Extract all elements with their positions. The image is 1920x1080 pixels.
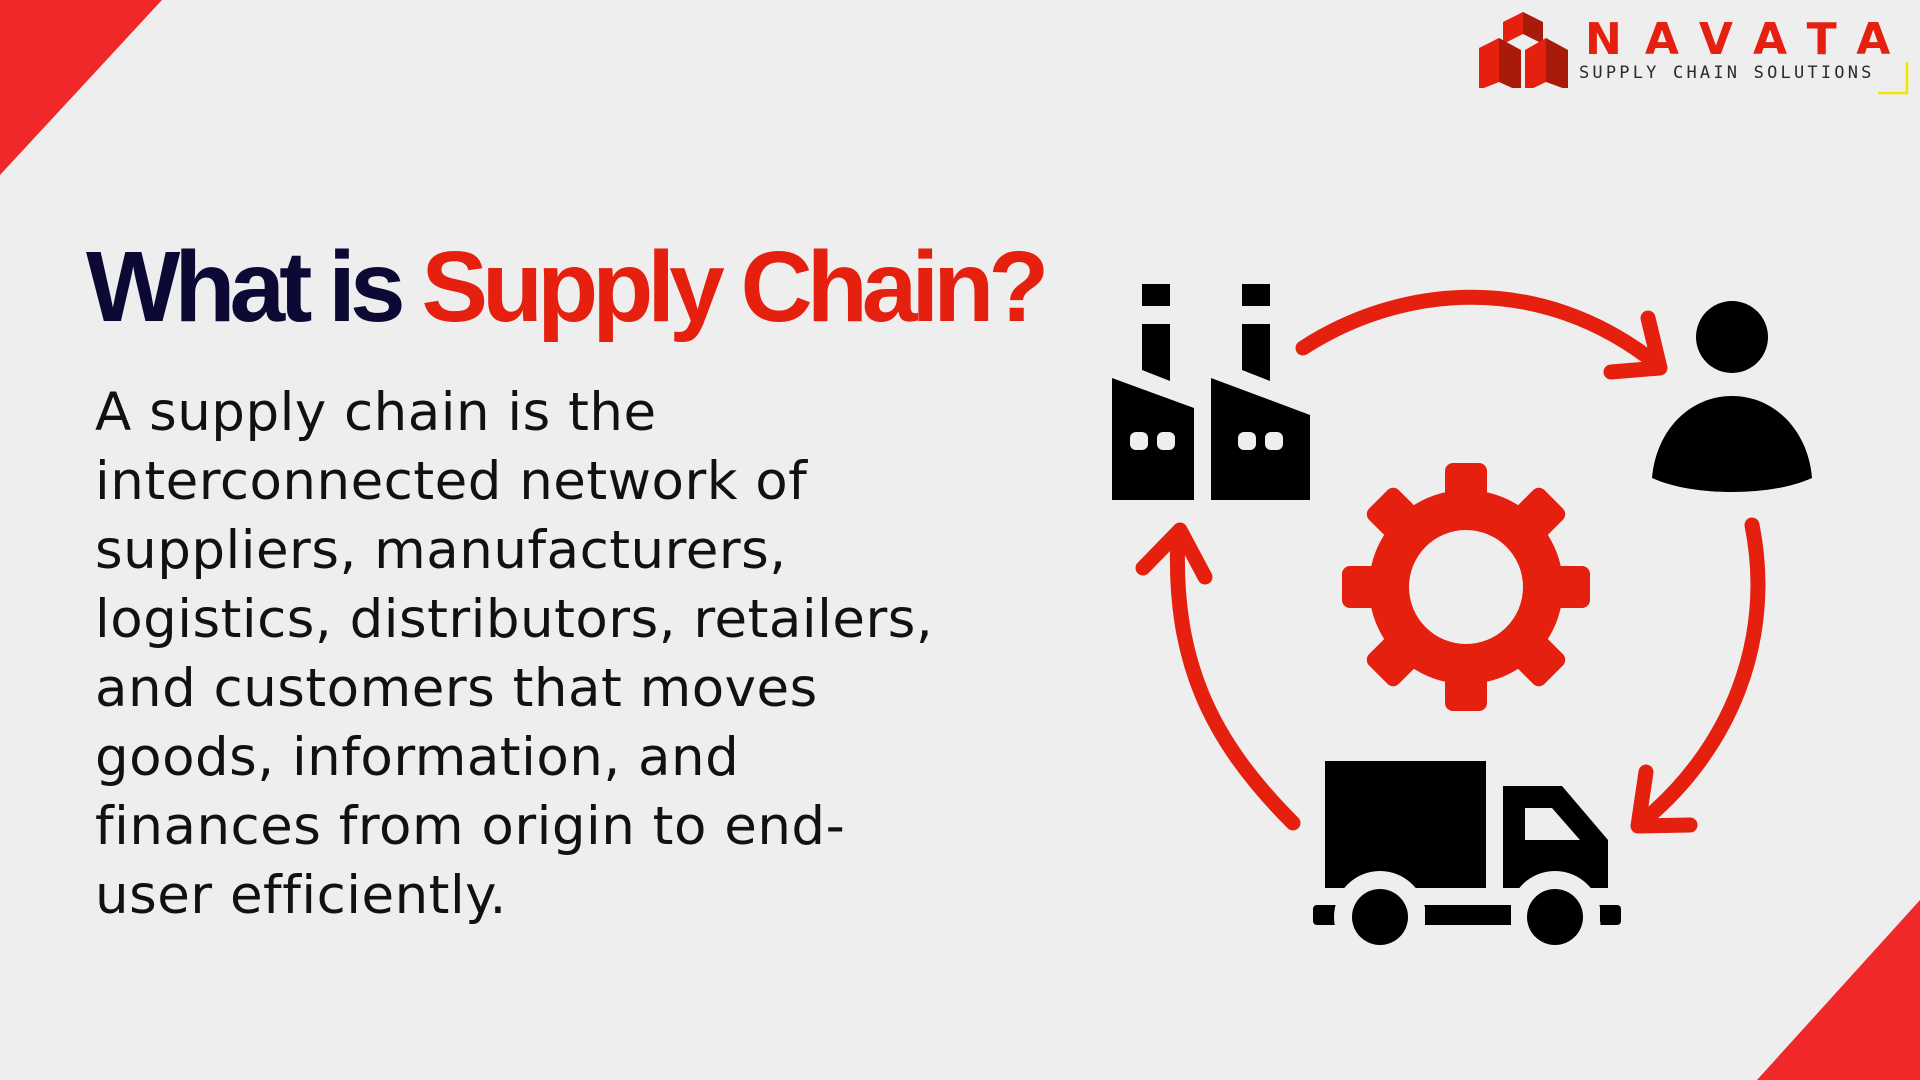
description-line: suppliers, manufacturers,: [95, 520, 787, 581]
description-line: finances from origin to end-: [95, 796, 846, 857]
stacked-cubes-icon: [1479, 12, 1568, 88]
person-icon: [1652, 301, 1812, 492]
logo-tagline: SUPPLY CHAIN SOLUTIONS: [1579, 63, 1875, 83]
logo-corner-bracket: [1878, 62, 1909, 95]
title-part-supply-chain: Supply Chain?: [421, 231, 1049, 343]
description-paragraph: A supply chain is the interconnected net…: [95, 378, 933, 930]
arrow-factory-to-customer-icon: [1295, 289, 1668, 380]
page-title: What is Supply Chain?: [86, 231, 1049, 343]
description-line: interconnected network of: [95, 451, 808, 512]
gear-icon: [1342, 463, 1590, 711]
arrow-customer-to-truck-icon: [1630, 517, 1766, 834]
description-line: logistics, distributors, retailers,: [95, 589, 934, 650]
description-line: and customers that moves: [95, 658, 818, 719]
corner-triangle-bottom-right: [1757, 900, 1920, 1080]
description-line: user efficiently.: [95, 865, 507, 926]
factory-icon: [1112, 284, 1310, 500]
logo-wordmark: NAVATA: [1585, 14, 1914, 65]
arrow-truck-to-factory-icon: [1135, 522, 1301, 831]
title-part-what-is: What is: [86, 231, 422, 343]
description-line: A supply chain is the: [95, 382, 657, 443]
truck-icon: [1313, 761, 1621, 963]
description-line: goods, information, and: [95, 727, 740, 788]
